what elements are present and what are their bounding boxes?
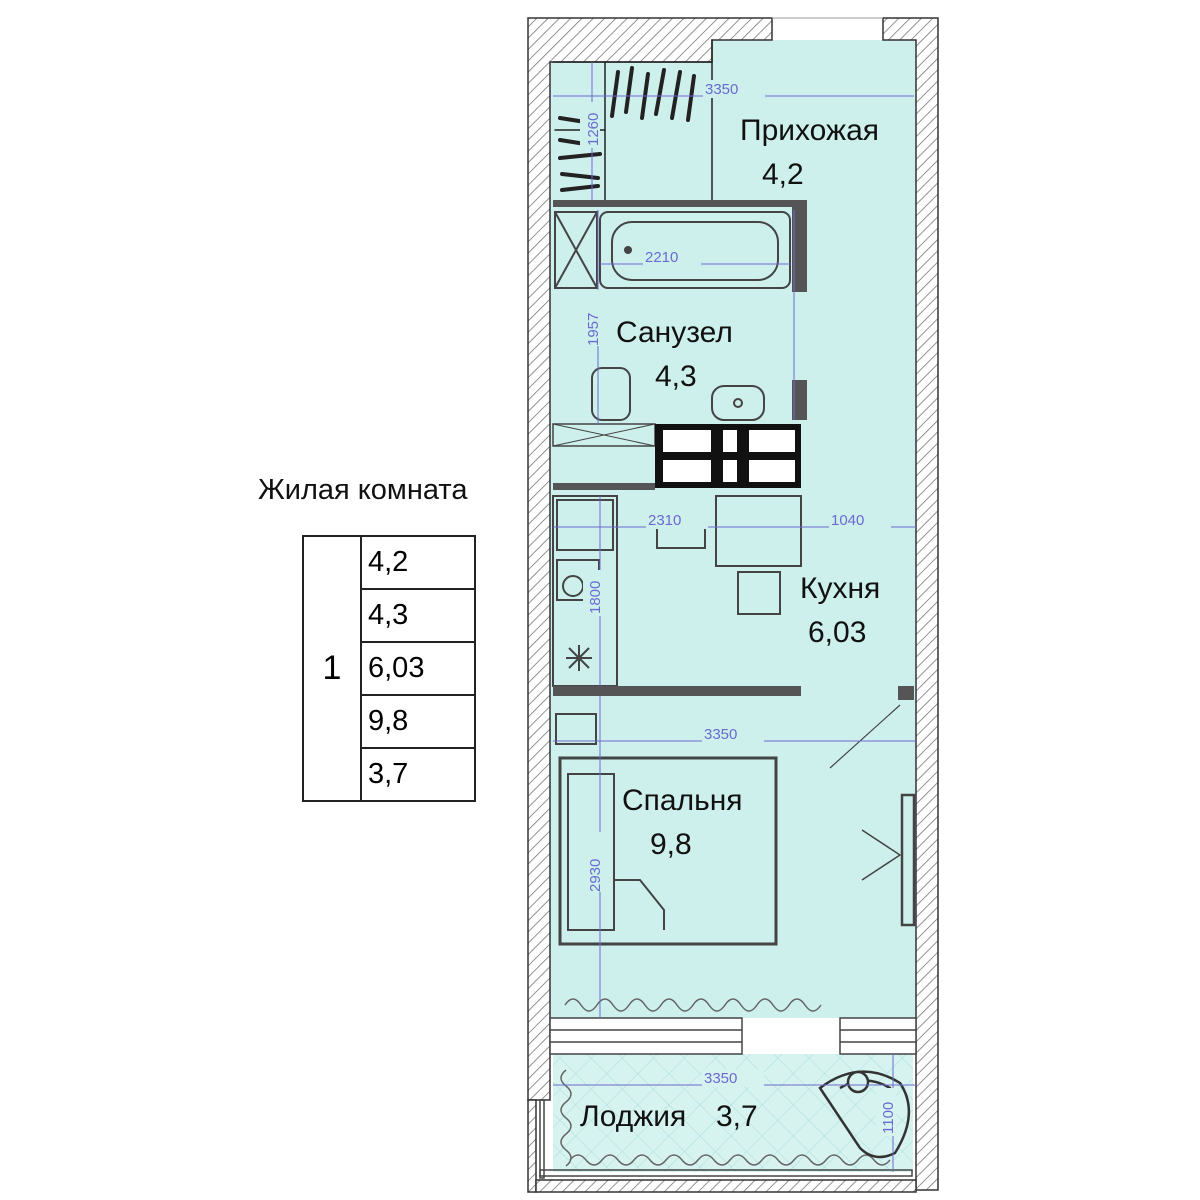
loggia-name: Лоджия: [580, 1100, 686, 1133]
loggia-area: 3,7: [716, 1100, 758, 1133]
dim-kitchen-depth: 1800: [587, 581, 604, 614]
loggia-wave-bottom: [569, 1154, 891, 1166]
door-swing: [829, 704, 901, 769]
bathroom-name: Санузел: [616, 316, 733, 349]
loggia-bottom-rail: [539, 1169, 913, 1177]
bedroom-furniture: [555, 713, 916, 946]
hallway-name: Прихожая: [740, 114, 879, 147]
bathroom-area: 4,3: [655, 360, 697, 393]
legend-value: 6,03: [360, 641, 476, 696]
loggia-railing: [539, 1099, 545, 1179]
radiator-curve: [564, 998, 822, 1012]
bedroom-wall: [553, 686, 801, 696]
dim-bath-depth: 1957: [585, 313, 602, 346]
dim-loggia-depth: 1100: [880, 1102, 897, 1134]
legend-value: 4,3: [360, 588, 476, 643]
outer-walls: [527, 17, 939, 1193]
legend-rooms-count: 1: [302, 535, 362, 802]
wall-stub: [898, 686, 914, 700]
bedroom-name: Спальня: [622, 784, 743, 817]
dim-bed-width: 3350: [704, 726, 737, 743]
legend-value: 3,7: [360, 747, 476, 802]
legend-value: 4,2: [360, 535, 476, 590]
bedroom-area: 9,8: [650, 828, 692, 861]
dim-kitchen-side: 1040: [831, 512, 864, 529]
loggia-wave-left: [560, 1069, 572, 1167]
dim-kitchen-width: 2310: [648, 512, 681, 529]
legend-value: 9,8: [360, 694, 476, 749]
legend-table: 1 4,2 4,3 6,03 9,8 3,7: [302, 535, 476, 802]
bathroom-walls: [553, 200, 807, 420]
armchair: [818, 1070, 911, 1159]
kitchen-wall: [553, 483, 655, 490]
hallway-area: 4,2: [762, 158, 804, 191]
dim-bath-length: 2210: [645, 249, 678, 266]
dim-loggia-width: 3350: [704, 1070, 737, 1087]
bathroom-fixtures: [554, 211, 791, 421]
loggia-window: [549, 1017, 917, 1055]
dim-top-width: 3350: [705, 81, 738, 98]
kitchen-area: 6,03: [808, 616, 866, 649]
utility-block: [552, 423, 801, 488]
kitchen-name: Кухня: [800, 572, 880, 605]
dim-bed-depth: 2930: [587, 859, 604, 892]
kitchen-furniture: [552, 495, 802, 687]
legend-title: Жилая комната: [258, 474, 468, 506]
dim-hall-depth: 1260: [585, 113, 602, 146]
